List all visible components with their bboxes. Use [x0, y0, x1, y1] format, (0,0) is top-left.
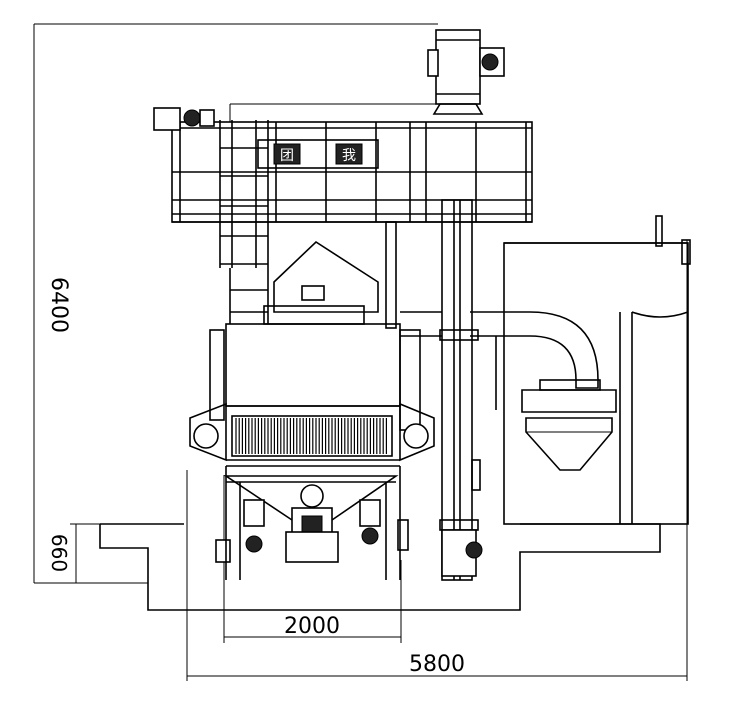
dim-label-6400: 6400 — [46, 277, 71, 333]
grille-slats — [235, 418, 387, 454]
dim-label-5800: 5800 — [409, 652, 465, 677]
nameplate-left: 团 — [280, 148, 294, 164]
nameplate-right: 我 — [342, 148, 356, 164]
foundation-outline — [99, 523, 661, 611]
feed-hopper — [263, 240, 379, 325]
top-fan-unit — [427, 29, 505, 115]
elevator-motor — [471, 459, 481, 491]
main-machine-body — [189, 323, 435, 467]
platform-motor — [153, 107, 215, 131]
dim-label-660: 660 — [47, 534, 71, 572]
hopper-duct — [470, 311, 617, 471]
access-ladder — [219, 120, 269, 324]
dim-label-2000: 2000 — [284, 614, 340, 639]
nameplate-panel — [257, 139, 379, 169]
dust-collector-cabinet — [503, 215, 691, 525]
lower-hopper-drive — [215, 466, 483, 580]
